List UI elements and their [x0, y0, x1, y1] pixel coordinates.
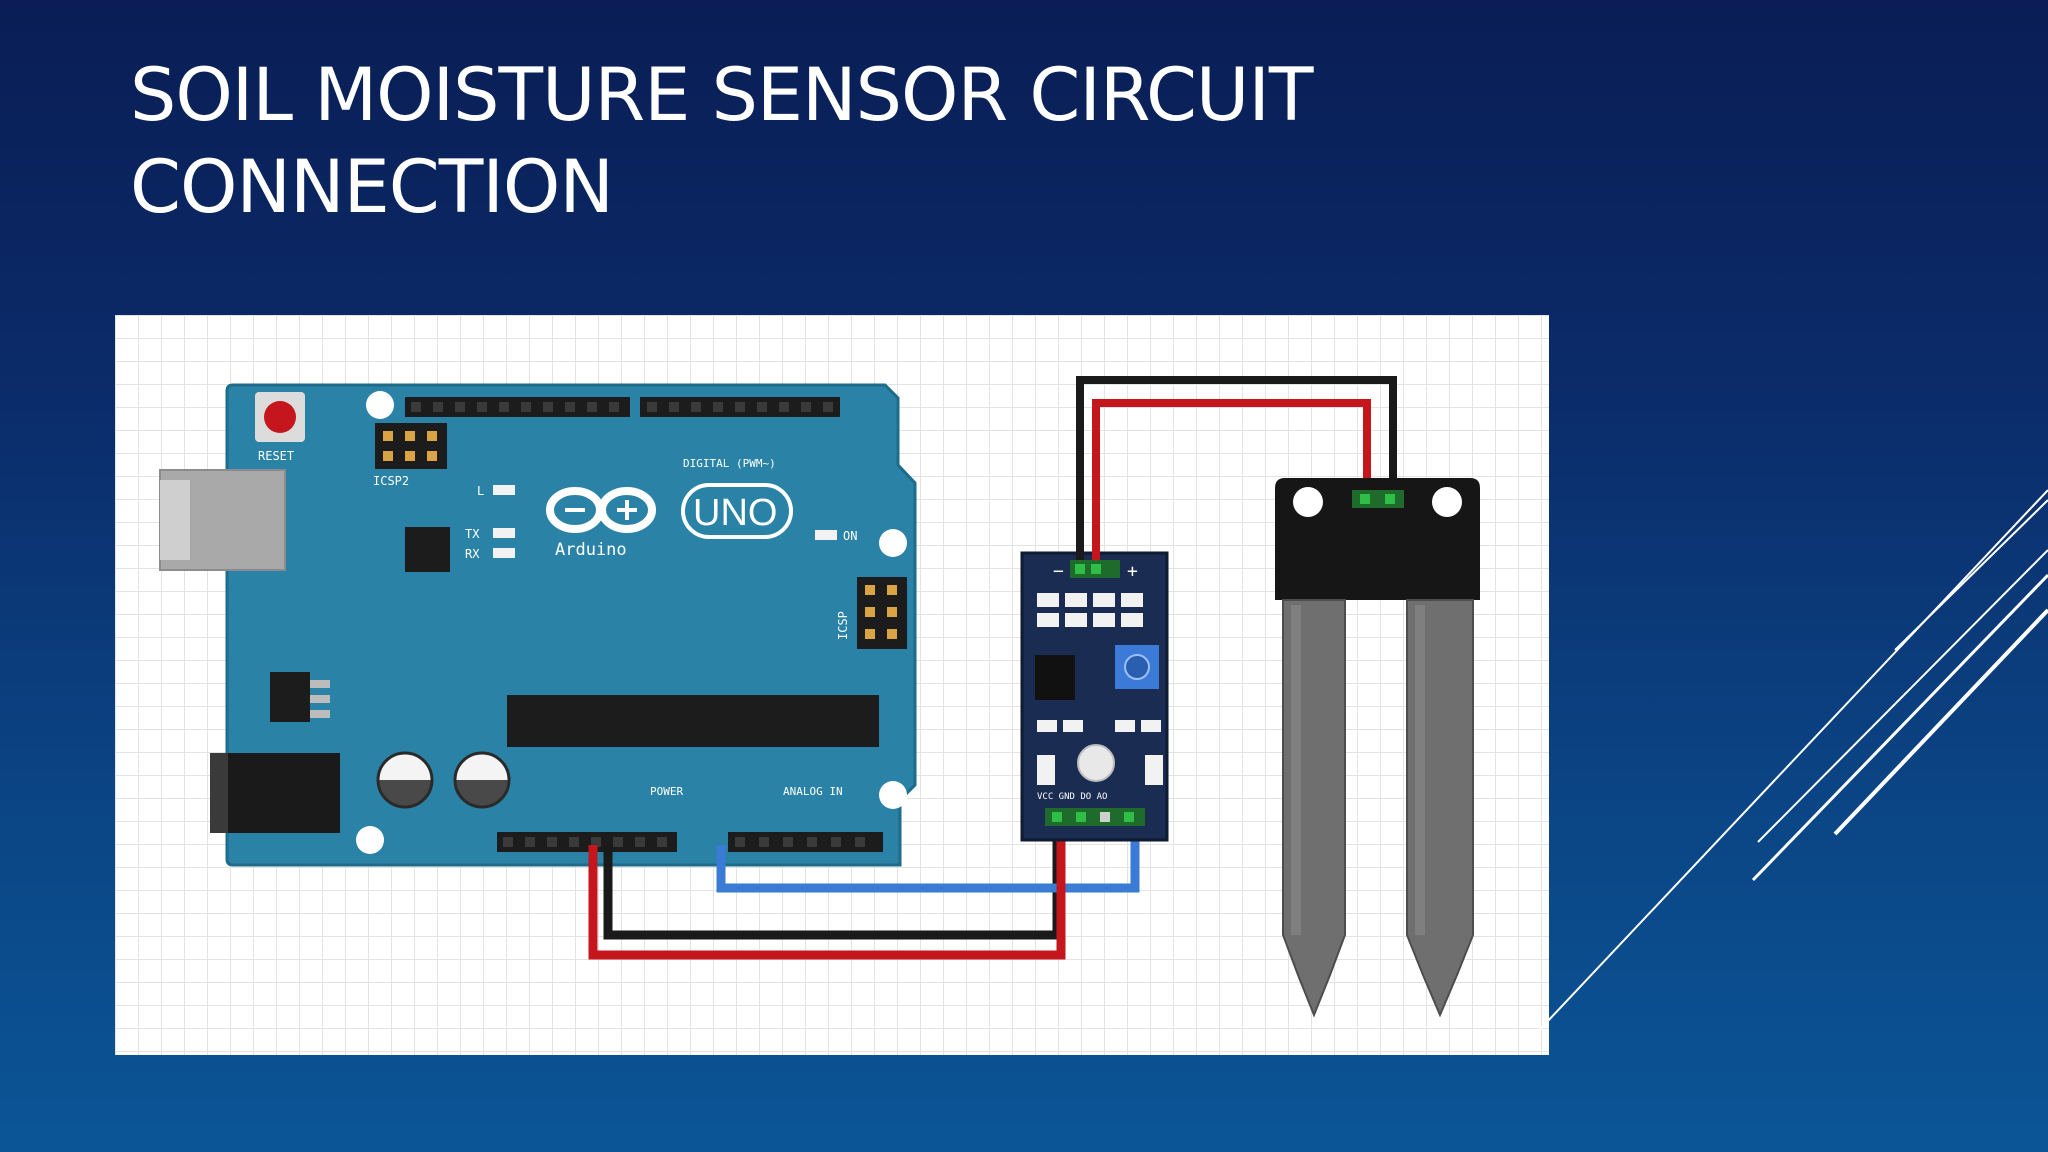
analog-label: ANALOG IN — [783, 785, 843, 798]
arduino-brand-label: Arduino — [555, 540, 627, 560]
uno-badge — [681, 483, 793, 539]
led-tx-label: TX — [465, 527, 480, 541]
deco-line — [1530, 489, 2048, 1040]
icsp2-label: ICSP2 — [373, 474, 409, 488]
arduino-logo — [546, 487, 656, 533]
slide-title-line-1: SOIL MOISTURE SENSOR CIRCUIT — [130, 53, 1314, 138]
probe-leg-highlight — [1415, 605, 1425, 935]
wire-vcc — [588, 820, 1066, 960]
led-on — [815, 530, 837, 540]
uno-label: UNO — [693, 492, 777, 534]
module-plus-label: + — [1127, 561, 1138, 582]
module-led — [1077, 744, 1115, 782]
soil-moisture-probe — [1275, 478, 1480, 1018]
wires-board-to-module — [588, 820, 1140, 960]
comparator-chip — [1035, 655, 1075, 700]
probe-head-lower — [1275, 565, 1480, 600]
led-on-label: ON — [843, 529, 857, 543]
probe-pin — [1385, 494, 1395, 504]
mounting-hole — [879, 781, 907, 809]
arduino-uno-board: RESET ICSP2 DIGITAL (PWM~) L TX RX — [159, 383, 917, 867]
module-minus-label: − — [1053, 561, 1064, 582]
wires-module-to-probe — [1076, 376, 1397, 560]
probe-mounting-hole — [1432, 487, 1462, 517]
probe-leg-highlight — [1291, 605, 1301, 935]
wire-probe-red — [1092, 399, 1371, 560]
capacitor-band — [378, 780, 432, 807]
module-components — [1037, 593, 1163, 785]
potentiometer-knob — [1124, 654, 1150, 680]
deco-line — [1757, 549, 2048, 843]
voltage-regulator — [270, 672, 310, 722]
circuit-svg: RESET ICSP2 DIGITAL (PWM~) L TX RX — [159, 376, 1480, 1018]
module-bottom-pin — [1076, 812, 1086, 822]
mounting-hole — [356, 826, 384, 854]
circuit-diagram: RESET ICSP2 DIGITAL (PWM~) L TX RX — [115, 315, 1549, 1055]
wire-analog — [716, 820, 1140, 893]
wire-probe-black — [1076, 376, 1397, 560]
led-rx-label: RX — [465, 547, 480, 561]
slide-title-line-2: CONNECTION — [130, 145, 614, 230]
regulator-pin — [310, 710, 330, 718]
regulator-pin — [310, 680, 330, 688]
icsp-header — [857, 577, 907, 649]
icsp2-header — [375, 423, 447, 469]
capacitor-band — [455, 780, 509, 807]
microcontroller-chip — [507, 695, 879, 747]
mounting-hole — [366, 391, 394, 419]
digital-label: DIGITAL (PWM~) — [683, 457, 776, 470]
deco-line — [1751, 573, 2048, 882]
module-bottom-connector — [1045, 808, 1145, 826]
power-header — [497, 832, 677, 852]
module-pins-label: VCC GND DO AO — [1037, 792, 1107, 802]
deco-line — [1894, 499, 2048, 651]
module-bottom-pin — [1124, 812, 1134, 822]
module-top-pin — [1075, 564, 1085, 574]
module-top-pin — [1091, 564, 1101, 574]
icsp2-pins — [383, 431, 437, 461]
led-l — [493, 485, 515, 495]
probe-pin — [1360, 494, 1370, 504]
bottom-header-pins — [503, 837, 865, 847]
regulator-pin — [310, 695, 330, 703]
icsp-label: ICSP — [836, 611, 850, 640]
probe-connector — [1352, 490, 1404, 508]
led-rx — [493, 548, 515, 558]
icsp-pins — [865, 585, 897, 639]
led-l-label: L — [477, 484, 484, 498]
reset-label: RESET — [258, 449, 294, 463]
mounting-hole — [879, 529, 907, 557]
decorative-lines — [1530, 489, 2048, 1040]
module-bottom-pin — [1100, 812, 1110, 822]
deco-line — [1833, 608, 2048, 836]
module-bottom-pin — [1052, 812, 1062, 822]
dc-power-jack — [210, 753, 340, 833]
probe-mounting-hole — [1293, 487, 1323, 517]
dc-power-jack-edge — [210, 753, 228, 833]
sensor-module: − + VCC GND DO AO — [1020, 551, 1169, 842]
led-tx — [493, 528, 515, 538]
reset-button — [264, 401, 296, 433]
usb-chip — [405, 527, 450, 572]
power-label: POWER — [650, 785, 683, 798]
digital-header-pins — [411, 402, 833, 412]
usb-connector-face — [160, 480, 190, 560]
slide-title: SOIL MOISTURE SENSOR CIRCUIT CONNECTION — [130, 50, 1430, 234]
